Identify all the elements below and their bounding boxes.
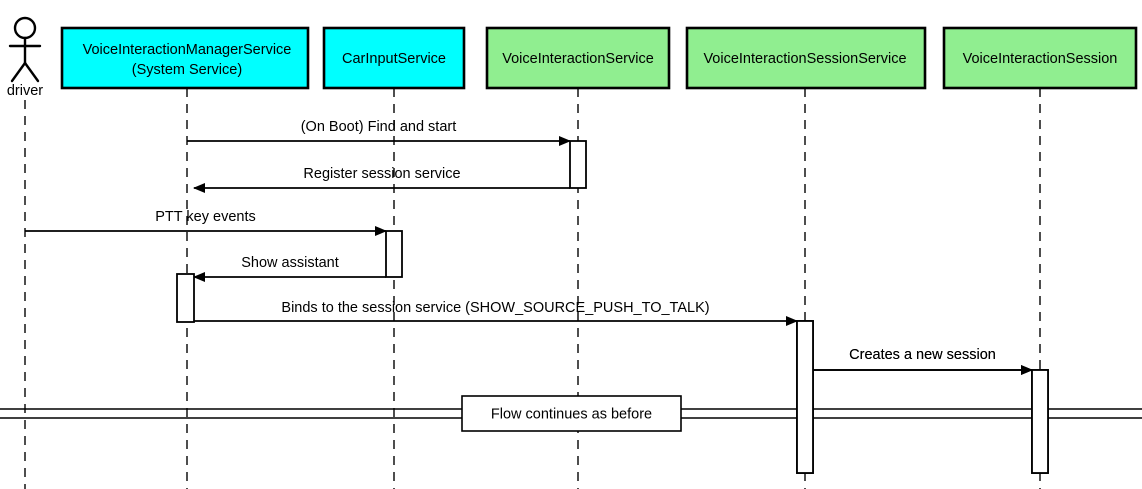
participant-vis[interactable]: VoiceInteractionService	[485, 26, 671, 90]
stick-figure-head-icon	[13, 16, 37, 40]
message-m5[interactable]: Binds to the session service (SHOW_SOURC…	[194, 300, 798, 326]
stick-figure-left-leg-icon	[10, 61, 27, 83]
divider-label-box	[461, 395, 682, 432]
participant-label-vis: VoiceInteractionService	[502, 51, 654, 67]
message-m1[interactable]: (On Boot) Find and start	[187, 119, 571, 146]
participant-box-vises	[942, 26, 1138, 90]
actor-group: driver	[7, 16, 43, 99]
message-label-m3: PTT key events	[155, 209, 255, 225]
stick-figure-right-leg-icon	[23, 61, 40, 83]
divider-group: Flow continues as before	[0, 395, 1142, 432]
message-label-m4: Show assistant	[241, 255, 339, 271]
participant-box-vis	[485, 26, 671, 90]
message-m6-overlay[interactable]: Creates a new session	[813, 347, 1033, 375]
activation-bar-vis	[569, 140, 587, 189]
activation-bar-overlay-vises	[1031, 369, 1049, 474]
divider-label: Flow continues as before	[491, 407, 652, 423]
flow-divider: Flow continues as before	[0, 395, 1142, 432]
participant-vims[interactable]: VoiceInteractionManagerService (System Se…	[60, 26, 310, 90]
participants-group: VoiceInteractionManagerService (System Se…	[60, 26, 1138, 90]
message-m4[interactable]: Show assistant	[193, 255, 386, 282]
participant-box-cis	[322, 26, 466, 90]
message-m2[interactable]: Register session service	[193, 166, 570, 193]
actor-label-driver: driver	[7, 83, 43, 99]
activation-bar-overlay-viss	[796, 320, 814, 474]
message-label-m6: Creates a new session	[849, 347, 996, 363]
activation-bar-vims	[176, 273, 195, 323]
message-label-m6-overlay: Creates a new session	[849, 347, 996, 363]
participant-label-vims: VoiceInteractionManagerService	[83, 42, 292, 58]
activation-bar-cis	[385, 230, 403, 278]
participant-label-cis: CarInputService	[342, 51, 446, 67]
participant-label-vises: VoiceInteractionSession	[963, 51, 1118, 67]
participant-sublabel-vims: (System Service)	[132, 62, 242, 78]
participant-cis[interactable]: CarInputService	[322, 26, 466, 90]
message-m3[interactable]: PTT key events	[25, 209, 387, 236]
participant-label-viss: VoiceInteractionSessionService	[703, 51, 906, 67]
actor-driver[interactable]: driver	[7, 16, 43, 99]
participant-box-viss	[685, 26, 927, 90]
message-label-m2: Register session service	[303, 166, 460, 182]
message-label-m1: (On Boot) Find and start	[301, 119, 457, 135]
participant-box-vims	[60, 26, 310, 90]
activation-overlay-group	[796, 320, 1049, 474]
message-label-m5: Binds to the session service (SHOW_SOURC…	[281, 300, 709, 316]
participant-vises[interactable]: VoiceInteractionSession	[942, 26, 1138, 90]
participant-viss[interactable]: VoiceInteractionSessionService	[685, 26, 927, 90]
